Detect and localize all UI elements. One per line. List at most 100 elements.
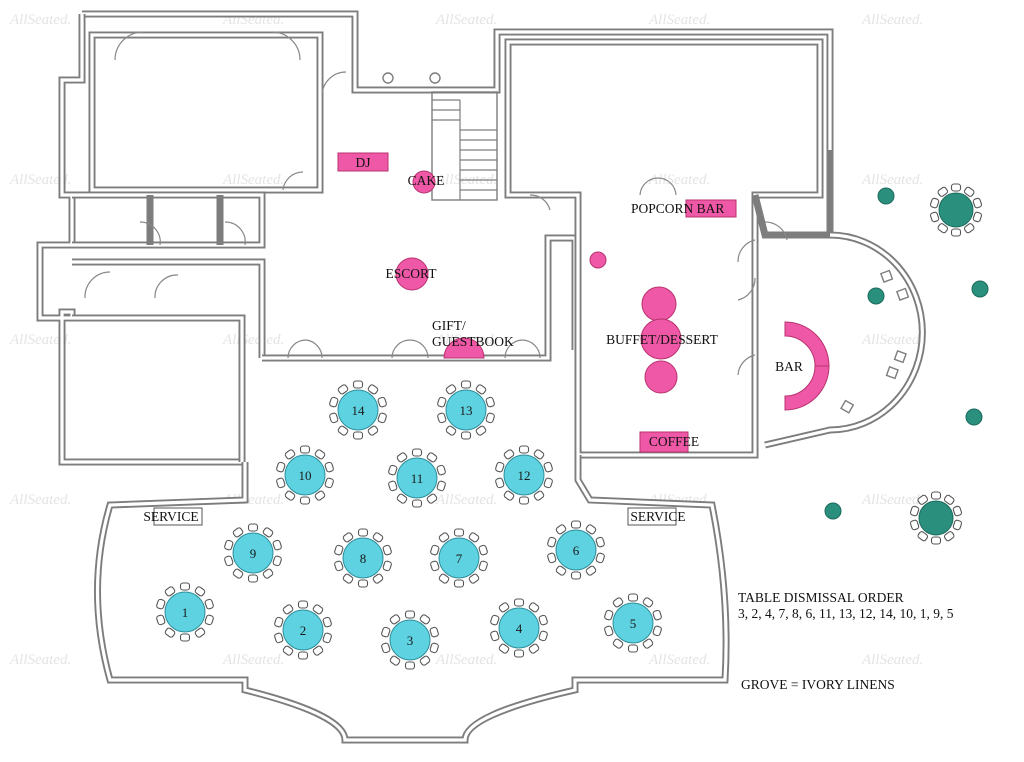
chair bbox=[490, 630, 500, 642]
table-number: 5 bbox=[630, 616, 637, 631]
gift-label: GIFT/ bbox=[432, 318, 466, 333]
popcorn-bar-station[interactable]: POPCORN BAR bbox=[631, 199, 737, 218]
chair bbox=[224, 539, 234, 551]
chair bbox=[475, 425, 487, 436]
watermark-text: AllSeated. bbox=[648, 12, 710, 28]
chair bbox=[943, 531, 955, 542]
grove-cocktail-table[interactable] bbox=[971, 280, 989, 298]
chair bbox=[533, 490, 545, 501]
small-station-dot bbox=[589, 251, 607, 269]
chair bbox=[468, 573, 480, 584]
watermark-text: AllSeated. bbox=[435, 652, 497, 668]
chair bbox=[377, 396, 387, 408]
chair bbox=[436, 480, 446, 492]
chair bbox=[367, 384, 379, 395]
table-1[interactable]: 1 bbox=[156, 582, 214, 642]
chair bbox=[156, 598, 166, 610]
watermark-text: AllSeated. bbox=[861, 332, 923, 348]
chair bbox=[396, 493, 408, 504]
chair bbox=[272, 555, 282, 567]
chair bbox=[627, 644, 639, 653]
table-9[interactable]: 9 bbox=[224, 523, 282, 583]
watermark-text: AllSeated. bbox=[861, 12, 923, 28]
chair bbox=[929, 197, 940, 209]
table-13[interactable]: 13 bbox=[437, 380, 495, 440]
stations: DJ CAKE ESCORT GIFT/ GUESTBOOK POPCORN B… bbox=[143, 152, 830, 526]
grove-cocktail-table[interactable] bbox=[867, 287, 885, 305]
chair bbox=[930, 536, 942, 545]
chair bbox=[917, 494, 929, 505]
buffet-dessert-station[interactable]: BUFFET/DESSERT bbox=[606, 286, 719, 394]
chair bbox=[547, 552, 557, 564]
chair bbox=[342, 573, 354, 584]
chair bbox=[297, 600, 309, 609]
legend: TABLE DISMISSAL ORDER 3, 2, 4, 7, 8, 6, … bbox=[738, 590, 954, 692]
chair bbox=[538, 630, 548, 642]
chair bbox=[194, 627, 206, 638]
table-6[interactable]: 6 bbox=[547, 520, 605, 580]
chair bbox=[453, 579, 465, 588]
grove-cocktail-table[interactable] bbox=[824, 502, 842, 520]
chair bbox=[312, 604, 324, 615]
chair bbox=[570, 520, 582, 529]
buffet-label: BUFFET/DESSERT bbox=[606, 332, 718, 347]
table-2[interactable]: 2 bbox=[274, 600, 332, 660]
grove-table-large[interactable] bbox=[909, 491, 963, 545]
table-number: 4 bbox=[516, 621, 523, 636]
grove-table-large[interactable] bbox=[929, 183, 983, 237]
table-5[interactable]: 5 bbox=[604, 593, 662, 653]
table-14[interactable]: 14 bbox=[329, 380, 387, 440]
gift-guestbook-station[interactable]: GIFT/ GUESTBOOK bbox=[432, 318, 514, 359]
chair bbox=[381, 642, 391, 654]
bar-station[interactable]: BAR bbox=[775, 321, 830, 411]
table-7[interactable]: 7 bbox=[430, 528, 488, 588]
chair bbox=[585, 565, 597, 576]
chair bbox=[429, 642, 439, 654]
chair bbox=[943, 494, 955, 505]
chair bbox=[495, 461, 505, 473]
table-3[interactable]: 3 bbox=[381, 610, 439, 670]
table-4[interactable]: 4 bbox=[490, 598, 548, 658]
chair bbox=[284, 490, 296, 501]
chair bbox=[547, 536, 557, 548]
watermark-text: AllSeated. bbox=[435, 12, 497, 28]
chair bbox=[156, 614, 166, 626]
chair bbox=[194, 586, 206, 597]
dj-label: DJ bbox=[355, 155, 370, 170]
chair bbox=[612, 638, 624, 649]
chair bbox=[247, 574, 259, 583]
table-12[interactable]: 12 bbox=[495, 445, 553, 505]
dj-station[interactable]: DJ bbox=[337, 152, 389, 172]
chair bbox=[411, 499, 423, 508]
table-8[interactable]: 8 bbox=[334, 528, 392, 588]
bar-label: BAR bbox=[775, 359, 803, 374]
chair bbox=[930, 491, 942, 500]
service-left[interactable]: SERVICE bbox=[143, 507, 203, 526]
guest-tables: 1 2 3 4 5 6 7 8 9 10 11 12 13 14 bbox=[156, 380, 662, 670]
service-right[interactable]: SERVICE bbox=[627, 507, 686, 526]
cake-station[interactable]: CAKE bbox=[408, 170, 445, 194]
table-number: 6 bbox=[573, 543, 580, 558]
chair bbox=[485, 412, 495, 424]
table-10[interactable]: 10 bbox=[276, 445, 334, 505]
chair bbox=[429, 626, 439, 638]
table-number: 11 bbox=[411, 471, 424, 486]
service-left-label: SERVICE bbox=[143, 509, 198, 524]
watermark-text: AllSeated. bbox=[648, 172, 710, 188]
table-11[interactable]: 11 bbox=[388, 448, 446, 508]
chair bbox=[604, 609, 614, 621]
escort-station[interactable]: ESCORT bbox=[386, 257, 438, 291]
grove-cocktail-table[interactable] bbox=[965, 408, 983, 426]
chair bbox=[276, 461, 286, 473]
watermark-text: AllSeated. bbox=[861, 652, 923, 668]
chair bbox=[312, 645, 324, 656]
chair bbox=[453, 528, 465, 537]
coffee-label: COFFEE bbox=[649, 434, 699, 449]
chair bbox=[909, 505, 920, 517]
chair bbox=[334, 560, 344, 572]
grove-cocktail-table[interactable] bbox=[877, 187, 895, 205]
coffee-station[interactable]: COFFEE bbox=[639, 431, 699, 453]
rotunda-windows bbox=[840, 269, 910, 414]
chair bbox=[478, 544, 488, 556]
